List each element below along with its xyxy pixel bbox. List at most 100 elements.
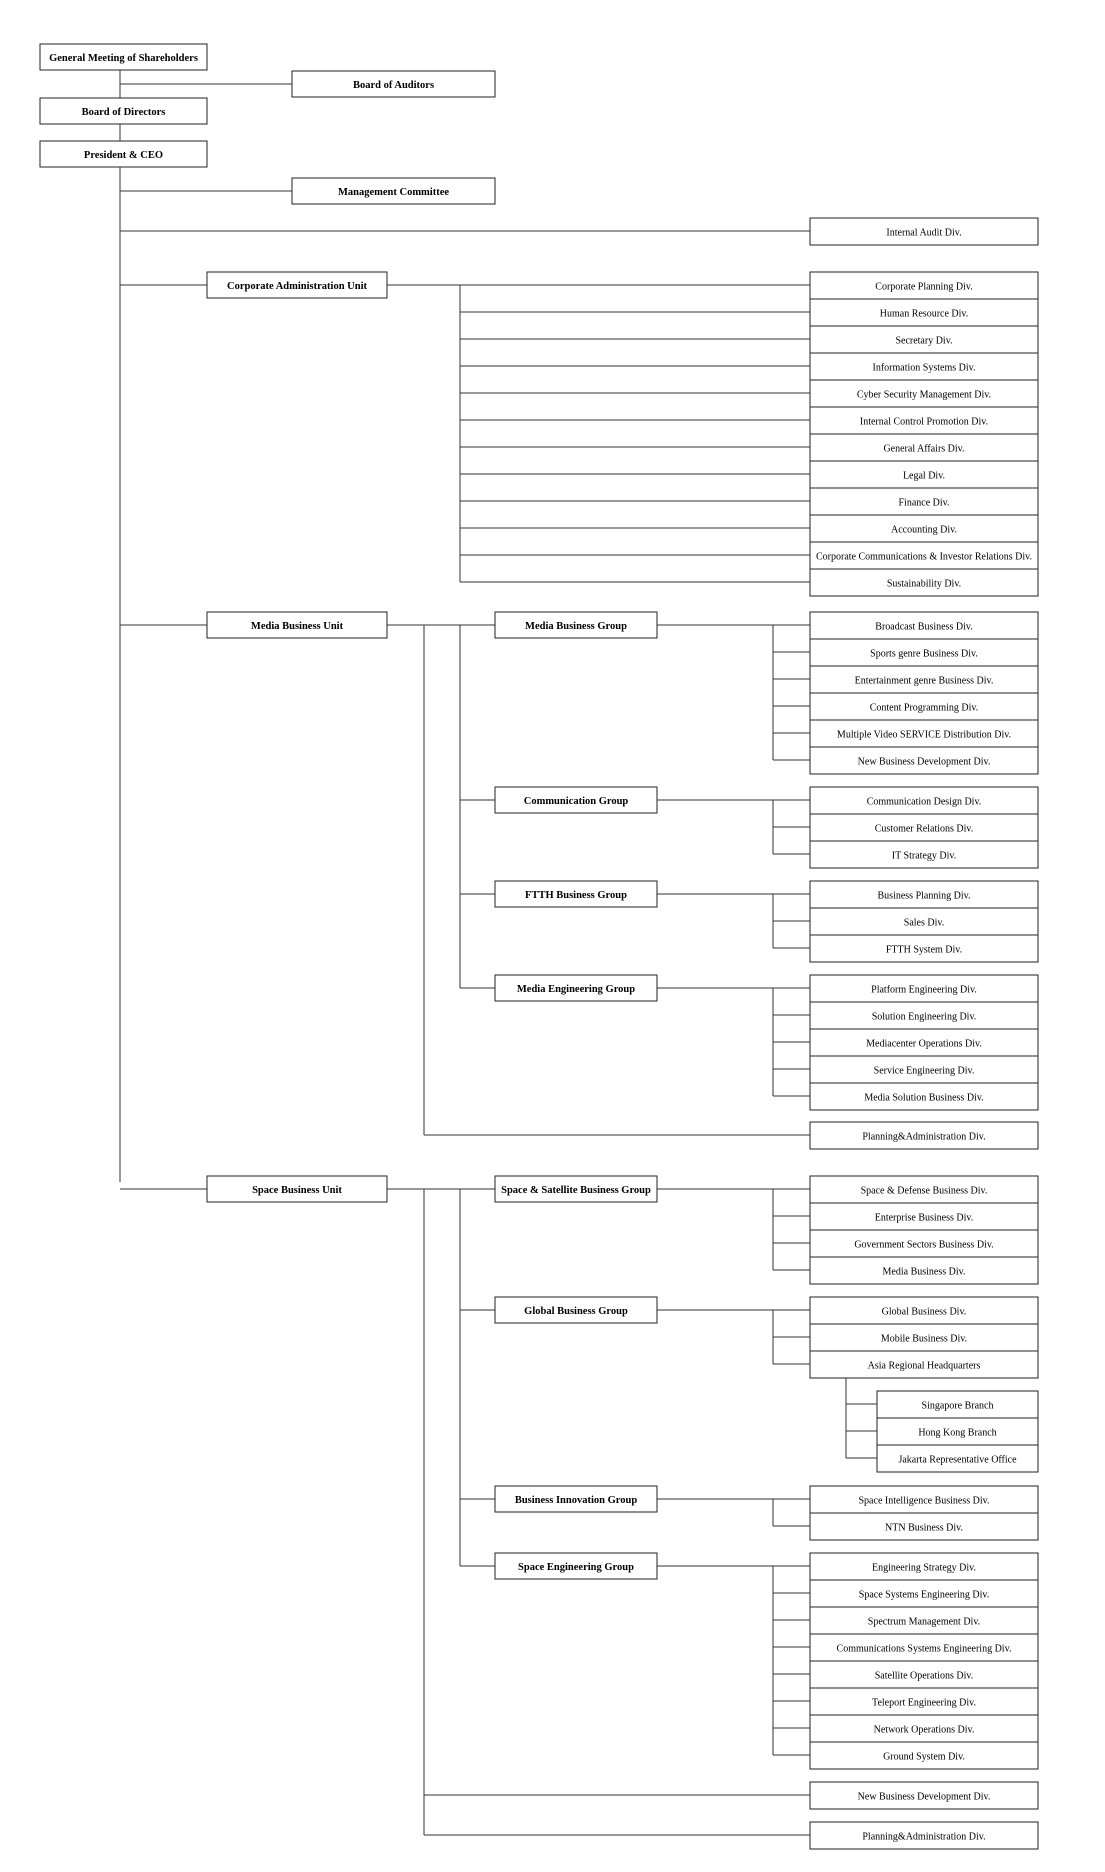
corporate-div-box-frame bbox=[809, 568, 1039, 597]
division-box-label: Space Systems Engineering Div. bbox=[859, 1590, 989, 1601]
division-box-label: Customer Relations Div. bbox=[875, 824, 974, 835]
media-planning-box: Planning&Administration Div. bbox=[809, 1121, 1039, 1150]
branch-box-frame bbox=[876, 1417, 1039, 1446]
division-box-label: NTN Business Div. bbox=[885, 1523, 963, 1534]
branch-box-label: Hong Kong Branch bbox=[918, 1428, 996, 1439]
group-box: Global Business Group bbox=[494, 1296, 658, 1324]
group-box-frame bbox=[494, 1552, 658, 1580]
corporate-unit-box: Corporate Administration Unit bbox=[206, 271, 388, 299]
shareholders-box-label: General Meeting of Shareholders bbox=[49, 53, 198, 64]
corporate-unit-box-label: Corporate Administration Unit bbox=[227, 281, 368, 292]
division-box-frame bbox=[809, 1741, 1039, 1770]
auditors-box: Board of Auditors bbox=[291, 70, 496, 98]
internal-audit-box: Internal Audit Div. bbox=[809, 217, 1039, 246]
division-box: Space Systems Engineering Div. bbox=[809, 1579, 1039, 1608]
branch-box-frame bbox=[876, 1444, 1039, 1473]
division-box: Spectrum Management Div. bbox=[809, 1606, 1039, 1635]
group-box-frame bbox=[494, 974, 658, 1002]
division-box-label: Asia Regional Headquarters bbox=[868, 1361, 981, 1372]
corporate-div-box-label: Cyber Security Management Div. bbox=[857, 390, 991, 401]
division-box-label: Media Business Div. bbox=[883, 1267, 966, 1278]
division-box-frame bbox=[809, 638, 1039, 667]
corporate-div-box-label: Finance Div. bbox=[898, 498, 949, 509]
division-box: Asia Regional Headquarters bbox=[809, 1350, 1039, 1379]
media-planning-box-frame bbox=[809, 1121, 1039, 1150]
division-box: Satellite Operations Div. bbox=[809, 1660, 1039, 1689]
shareholders-box-frame bbox=[39, 43, 208, 71]
division-box: Broadcast Business Div. bbox=[809, 611, 1039, 640]
space-newbiz-box: New Business Development Div. bbox=[809, 1781, 1039, 1810]
division-box: Media Solution Business Div. bbox=[809, 1082, 1039, 1111]
group-box-label: Global Business Group bbox=[524, 1306, 628, 1317]
group-box-label: Space & Satellite Business Group bbox=[501, 1185, 651, 1196]
internal-audit-box-label: Internal Audit Div. bbox=[886, 228, 961, 239]
corporate-div-box: Corporate Communications & Investor Rela… bbox=[809, 541, 1039, 570]
corporate-div-box: Finance Div. bbox=[809, 487, 1039, 516]
division-box-label: FTTH System Div. bbox=[886, 945, 962, 956]
division-box: Content Programming Div. bbox=[809, 692, 1039, 721]
management-committee-box-frame bbox=[291, 177, 496, 205]
division-box-label: Enterprise Business Div. bbox=[875, 1213, 974, 1224]
group-box-frame bbox=[494, 1485, 658, 1513]
division-box-label: Communication Design Div. bbox=[867, 797, 982, 808]
group-box-label: Business Innovation Group bbox=[515, 1495, 638, 1506]
president-box-label: President & CEO bbox=[84, 150, 163, 161]
corporate-div-box-label: Internal Control Promotion Div. bbox=[860, 417, 988, 428]
branch-box-label: Singapore Branch bbox=[922, 1401, 994, 1412]
management-committee-box: Management Committee bbox=[291, 177, 496, 205]
division-box-frame bbox=[809, 665, 1039, 694]
division-box: Communication Design Div. bbox=[809, 786, 1039, 815]
corporate-div-box: Secretary Div. bbox=[809, 325, 1039, 354]
media-unit-box-label: Media Business Unit bbox=[251, 621, 344, 632]
division-box: Customer Relations Div. bbox=[809, 813, 1039, 842]
division-box: Space & Defense Business Div. bbox=[809, 1175, 1039, 1204]
division-box-label: New Business Development Div. bbox=[858, 757, 991, 768]
directors-box-frame bbox=[39, 97, 208, 125]
division-box: Sports genre Business Div. bbox=[809, 638, 1039, 667]
corporate-div-box: Human Resource Div. bbox=[809, 298, 1039, 327]
management-committee-box-label: Management Committee bbox=[338, 187, 449, 198]
president-box-frame bbox=[39, 140, 208, 168]
corporate-div-box-label: Sustainability Div. bbox=[887, 579, 961, 590]
corporate-div-box-label: Secretary Div. bbox=[895, 336, 952, 347]
corporate-div-box: Sustainability Div. bbox=[809, 568, 1039, 597]
division-box-frame bbox=[809, 1055, 1039, 1084]
division-box-label: Sports genre Business Div. bbox=[870, 649, 978, 660]
division-box-label: Global Business Div. bbox=[882, 1307, 967, 1318]
group-box: Business Innovation Group bbox=[494, 1485, 658, 1513]
division-box: Mediacenter Operations Div. bbox=[809, 1028, 1039, 1057]
auditors-box-frame bbox=[291, 70, 496, 98]
division-box-label: Network Operations Div. bbox=[874, 1725, 975, 1736]
division-box-frame bbox=[809, 1350, 1039, 1379]
corporate-div-box: Accounting Div. bbox=[809, 514, 1039, 543]
group-box: Communication Group bbox=[494, 786, 658, 814]
division-box-frame bbox=[809, 692, 1039, 721]
corporate-div-box-label: Human Resource Div. bbox=[880, 309, 969, 320]
division-box-label: Government Sectors Business Div. bbox=[854, 1240, 993, 1251]
division-box: New Business Development Div. bbox=[809, 746, 1039, 775]
corporate-div-box: Information Systems Div. bbox=[809, 352, 1039, 381]
corporate-div-box-frame bbox=[809, 379, 1039, 408]
corporate-div-box-frame bbox=[809, 460, 1039, 489]
group-box-label: Communication Group bbox=[524, 796, 629, 807]
division-box: Mobile Business Div. bbox=[809, 1323, 1039, 1352]
division-box: Media Business Div. bbox=[809, 1256, 1039, 1285]
media-planning-box-label: Planning&Administration Div. bbox=[862, 1132, 985, 1143]
division-box-label: IT Strategy Div. bbox=[892, 851, 956, 862]
division-box-frame bbox=[809, 1082, 1039, 1111]
division-box-frame bbox=[809, 907, 1039, 936]
division-box: Engineering Strategy Div. bbox=[809, 1552, 1039, 1581]
division-box-frame bbox=[809, 1202, 1039, 1231]
space-unit-box-frame bbox=[206, 1175, 388, 1203]
division-box: Communications Systems Engineering Div. bbox=[809, 1633, 1039, 1662]
division-box-label: Media Solution Business Div. bbox=[864, 1093, 983, 1104]
division-box-label: Sales Div. bbox=[904, 918, 944, 929]
division-box-label: Mediacenter Operations Div. bbox=[866, 1039, 982, 1050]
division-box-label: Space & Defense Business Div. bbox=[861, 1186, 988, 1197]
division-box-label: Broadcast Business Div. bbox=[875, 622, 972, 633]
group-box-label: Media Business Group bbox=[525, 621, 627, 632]
division-box-label: Ground System Div. bbox=[883, 1752, 965, 1763]
division-box: Business Planning Div. bbox=[809, 880, 1039, 909]
corporate-div-box-label: Legal Div. bbox=[903, 471, 945, 482]
corporate-div-box-label: General Affairs Div. bbox=[883, 444, 964, 455]
